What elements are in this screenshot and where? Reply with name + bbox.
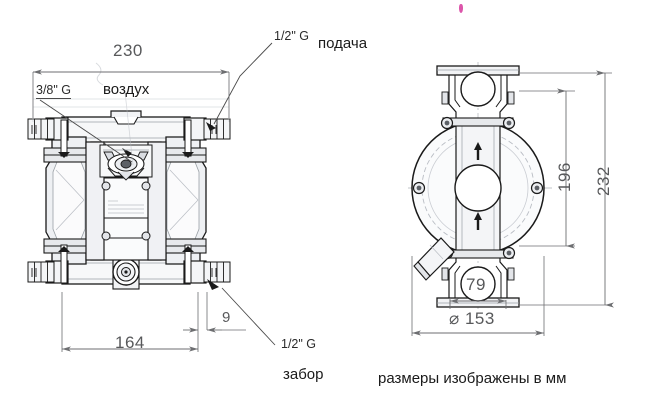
- thread-label-supply: 1/2" G: [274, 29, 310, 43]
- flow-arrows: [474, 142, 482, 230]
- dimension-230: 230: [113, 41, 143, 60]
- port-label-air: воздух: [103, 81, 150, 98]
- front-left-chamber: [43, 136, 97, 265]
- pink-speck-mark: [459, 4, 463, 13]
- port-label-supply: подача: [318, 35, 368, 52]
- port-label-intake: забор: [283, 366, 324, 383]
- thread-label-intake: 1/2" G: [281, 337, 317, 351]
- units-note: размеры изображены в мм: [378, 370, 567, 387]
- dimension-79: 79: [466, 275, 486, 294]
- dimension-196: 196: [555, 162, 574, 192]
- front-air-valve-detail: [99, 144, 153, 181]
- leader-air: [39, 99, 133, 163]
- side-center-column: [454, 121, 502, 255]
- side-exhaust-stub: [413, 237, 455, 281]
- dimension-164: 164: [115, 333, 145, 352]
- dimension-diameter-153: ⌀ 153: [449, 309, 495, 328]
- dimension-232: 232: [594, 166, 613, 196]
- front-tie-rods: [58, 119, 194, 284]
- leader-supply: [213, 42, 273, 125]
- side-top-flange: [436, 65, 520, 122]
- dimension-9: 9: [222, 309, 231, 326]
- front-dimensions: [32, 69, 246, 352]
- leader-intake: [221, 287, 276, 346]
- side-dimensions: [411, 70, 614, 336]
- thread-label-air: 3/8" G: [36, 83, 72, 99]
- front-view-group: [27, 42, 276, 346]
